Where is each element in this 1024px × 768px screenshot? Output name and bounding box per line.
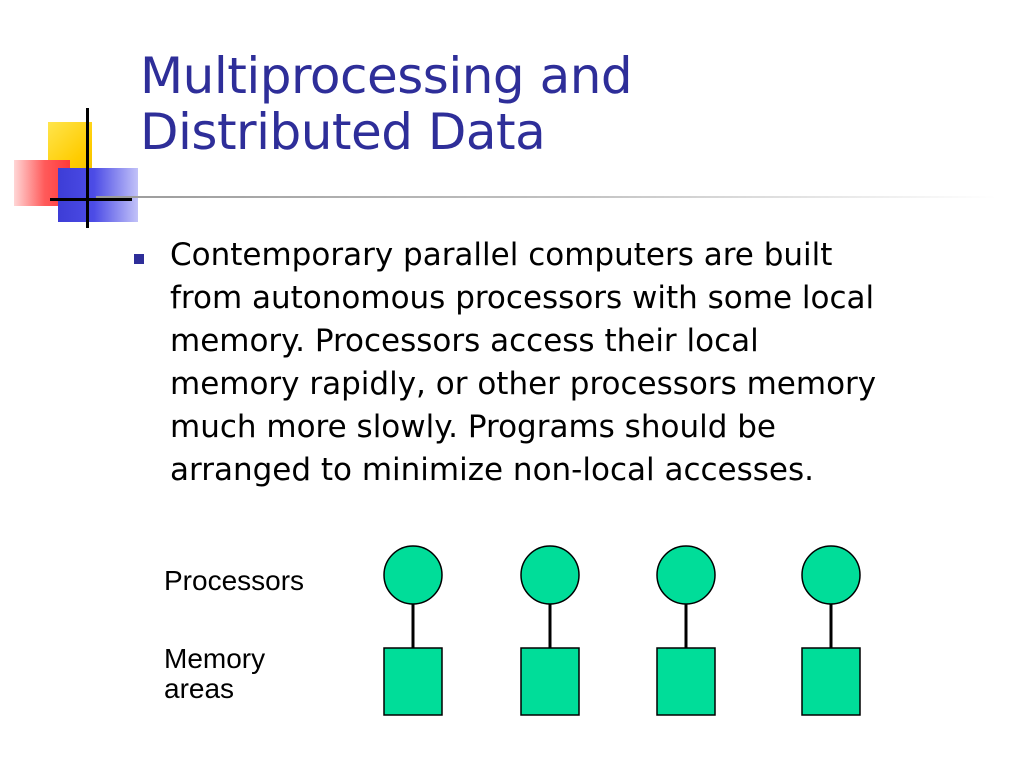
processor-node [801, 545, 861, 605]
slide-title-line-1: Multiprocessing and [140, 47, 633, 105]
processor-node [383, 545, 443, 605]
logo-blue-square [58, 168, 138, 222]
bullet-text: Contemporary parallel computers are buil… [170, 237, 877, 488]
processor-node [520, 545, 580, 605]
memory-area-node [801, 647, 861, 716]
processors-label: Processors [164, 565, 305, 596]
memory-area-node [383, 647, 443, 716]
memory-areas-label: Memory areas [164, 644, 364, 704]
slide-title-line-2: Distributed Data [140, 103, 546, 161]
memory-area-node [520, 647, 580, 716]
memory-label-line-2: areas [164, 673, 235, 704]
memory-label-line-1: Memory [164, 643, 266, 674]
bullet-square-icon [134, 254, 144, 264]
slide-title: Multiprocessing and Distributed Data [140, 47, 633, 161]
title-divider [96, 196, 996, 198]
logo-vertical-line [86, 108, 89, 228]
slide-logo-decoration [0, 0, 140, 240]
memory-area-node [656, 647, 716, 716]
logo-horizontal-line [50, 198, 132, 201]
processor-node [656, 545, 716, 605]
